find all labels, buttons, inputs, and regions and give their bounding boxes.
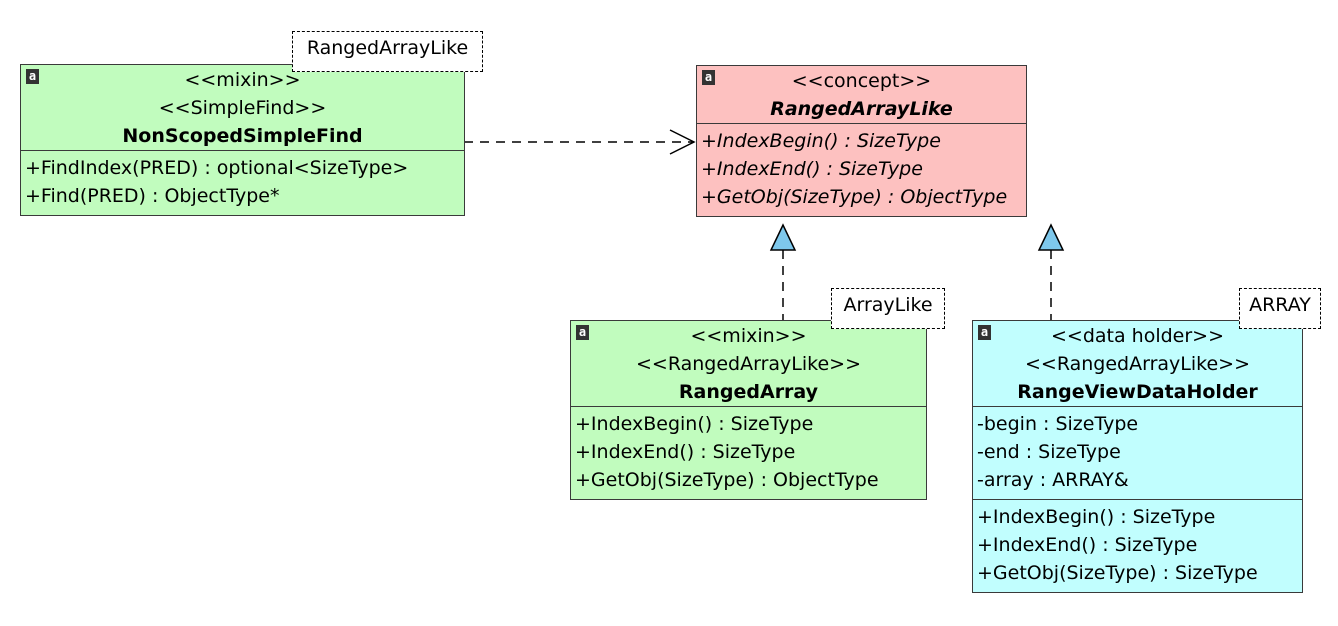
abstract-icon: a	[576, 325, 589, 340]
template-parameter: ARRAY	[1239, 288, 1321, 329]
class-nonscoped-simple-find[interactable]: a <<mixin>> <<SimpleFind>> NonScopedSimp…	[20, 64, 465, 216]
abstract-icon: a	[978, 325, 991, 340]
method: +GetObj(SizeType) : ObjectType	[575, 469, 879, 491]
method: +IndexEnd() : SizeType	[575, 441, 796, 463]
methods-section: +IndexBegin() : SizeType +IndexEnd() : S…	[697, 123, 1026, 216]
abstract-icon: a	[26, 69, 39, 84]
stereotype: <<mixin>>	[690, 325, 807, 347]
method: +FindIndex(PRED) : optional<SizeType>	[25, 157, 409, 179]
dependency-arrowhead	[669, 129, 696, 155]
methods-section: +IndexBegin() : SizeType +IndexEnd() : S…	[571, 406, 926, 499]
class-name: RangedArrayLike	[770, 98, 953, 120]
method: +IndexBegin() : SizeType	[701, 130, 941, 152]
methods-section: +FindIndex(PRED) : optional<SizeType> +F…	[21, 150, 464, 215]
stereotype: <<SimpleFind>>	[158, 97, 327, 119]
method: +GetObj(SizeType) : SizeType	[977, 562, 1258, 584]
stereotype: <<RangedArrayLike>>	[635, 353, 861, 375]
methods-section: +IndexBegin() : SizeType +IndexEnd() : S…	[973, 499, 1302, 592]
method: +IndexEnd() : SizeType	[977, 534, 1198, 556]
abstract-icon: a	[702, 70, 715, 85]
template-parameter: ArrayLike	[831, 288, 945, 329]
stereotype: <<data holder>>	[1050, 325, 1225, 347]
class-header: a <<data holder>> <<RangedArrayLike>> Ra…	[973, 321, 1302, 406]
method: +IndexEnd() : SizeType	[701, 158, 923, 180]
class-name: RangedArray	[678, 381, 819, 403]
class-header: a <<concept>> RangedArrayLike	[697, 66, 1026, 123]
class-ranged-array-like[interactable]: a <<concept>> RangedArrayLike +IndexBegi…	[696, 65, 1027, 217]
method: +Find(PRED) : ObjectType*	[25, 185, 280, 207]
fields-section: -begin : SizeType -end : SizeType -array…	[973, 406, 1302, 499]
stereotype: <<mixin>>	[184, 69, 301, 91]
field: -begin : SizeType	[977, 413, 1139, 435]
class-ranged-array[interactable]: a <<mixin>> <<RangedArrayLike>> RangedAr…	[570, 320, 927, 500]
stereotype: <<RangedArrayLike>>	[1024, 353, 1250, 375]
realization-triangle-rangedarray	[769, 223, 797, 251]
class-header: a <<mixin>> <<SimpleFind>> NonScopedSimp…	[21, 65, 464, 150]
method: +GetObj(SizeType) : ObjectType	[701, 186, 1008, 208]
class-name: RangeViewDataHolder	[1017, 381, 1258, 403]
field: -end : SizeType	[977, 441, 1121, 463]
class-range-view-data-holder[interactable]: a <<data holder>> <<RangedArrayLike>> Ra…	[972, 320, 1303, 593]
stereotype: <<concept>>	[791, 70, 932, 92]
field: -array : ARRAY&	[977, 469, 1129, 491]
method: +IndexBegin() : SizeType	[575, 413, 814, 435]
realization-triangle-holder	[1037, 223, 1065, 251]
class-header: a <<mixin>> <<RangedArrayLike>> RangedAr…	[571, 321, 926, 406]
method: +IndexBegin() : SizeType	[977, 506, 1216, 528]
template-parameter: RangedArrayLike	[292, 31, 483, 72]
class-name: NonScopedSimpleFind	[122, 125, 363, 147]
